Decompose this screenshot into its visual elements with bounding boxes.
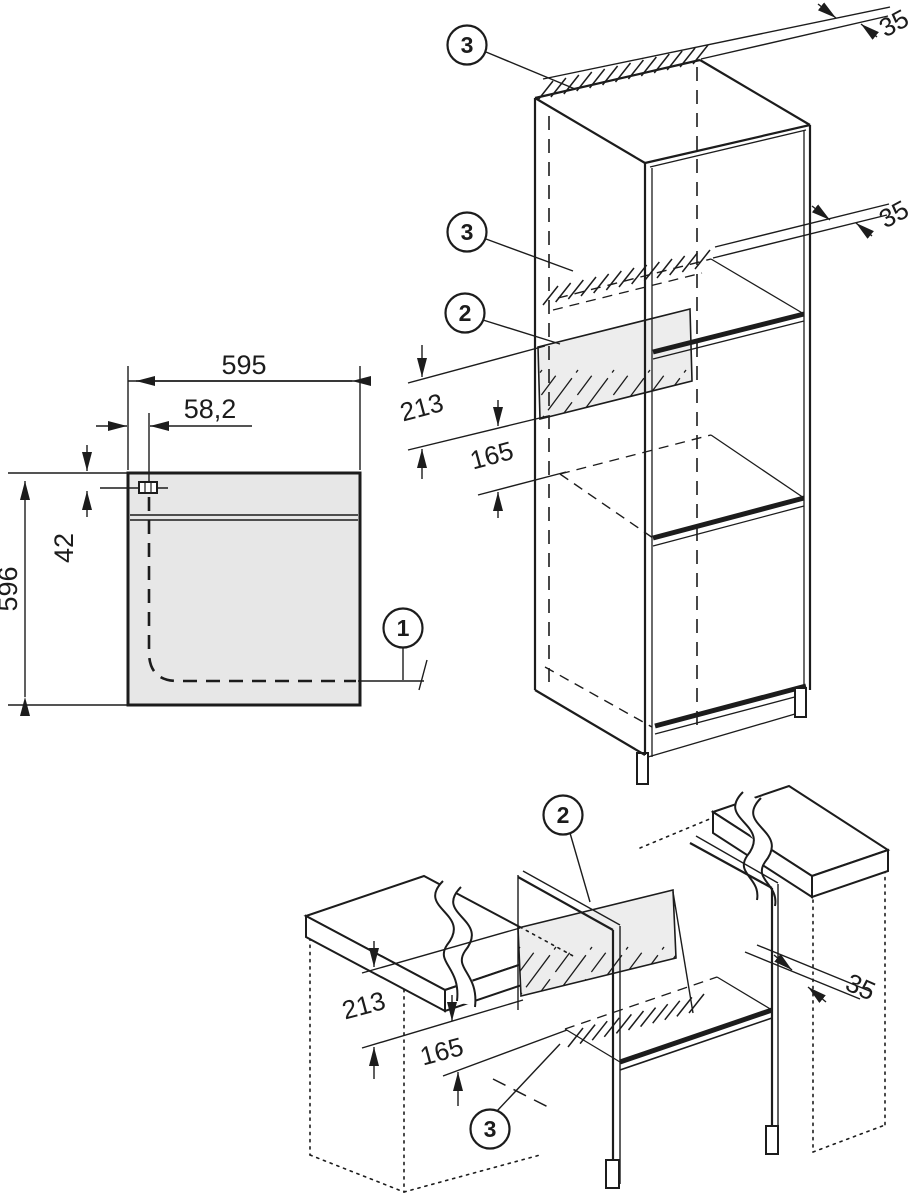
appliance-front-outline: [126, 471, 362, 707]
dim-label-cable-offset: 58,2: [184, 394, 237, 424]
hidden-worktop-edge: [519, 926, 576, 958]
wall-line-extension: [542, 6, 891, 80]
tall-unit-diagram: 35 35 213 165 3 3 2: [397, 2, 914, 785]
right-panel-top-edge: [689, 842, 773, 889]
mains-connection-box: [138, 481, 158, 494]
rear-foot: [794, 687, 807, 718]
tall-unit-top-face: [535, 60, 810, 163]
left-panel-top-edge: [517, 876, 614, 931]
callout-1-label: 1: [397, 615, 410, 641]
callout-2-leader: [569, 832, 591, 903]
dim-label-cutout-height: 213: [397, 387, 447, 427]
front-foot: [636, 752, 649, 785]
callout-2-label: 2: [459, 300, 472, 326]
vent-hatch: [567, 993, 705, 1048]
callout-2-circle: [444, 292, 486, 334]
floor-front-edge: [654, 683, 807, 729]
callout-3-label: 3: [461, 219, 474, 245]
front-view-diagram: 1 595 58,2 42 596: [0, 350, 428, 716]
shelf-vent-hatch: [542, 249, 711, 306]
upper-shelf-front-edge: [652, 311, 805, 355]
left-foot: [605, 1159, 620, 1189]
dim-label-width: 595: [221, 350, 266, 380]
callout-2-leader: [482, 319, 561, 345]
back-panel-cutout-hatched: [537, 307, 693, 421]
callout-3-leader: [485, 238, 574, 272]
callout-3-circle: [446, 211, 488, 253]
callout-1-circle: [382, 607, 424, 649]
right-foot: [765, 1125, 779, 1155]
callout-3-leader: [485, 51, 576, 90]
dim-label-height: 596: [0, 566, 23, 611]
callout-2-label: 2: [557, 802, 570, 828]
tall-unit-side-panel: [535, 98, 645, 755]
lower-shelf-front-edge: [652, 495, 805, 541]
dim-label-cable-drop: 42: [49, 533, 79, 563]
dim-label-cutout-height: 213: [339, 985, 389, 1025]
dim-label-gap-side: 35: [841, 967, 880, 1006]
callout-2-circle: [542, 794, 584, 836]
back-panel-cutout-hatched: [517, 888, 677, 998]
shelf-front-edge: [619, 1007, 773, 1065]
callout-3-leader: [496, 1043, 561, 1112]
dim-label-cutout-offset: 165: [417, 1031, 467, 1071]
dim-label-cutout-offset: 165: [467, 435, 517, 475]
base-unit-diagram: 213 165 35 2 3: [303, 784, 891, 1193]
callout-3-circle: [469, 1108, 511, 1150]
callout-3-circle: [446, 24, 488, 66]
right-worktop: [710, 784, 891, 907]
callout-3-label: 3: [484, 1116, 497, 1142]
callout-3-label: 3: [461, 32, 474, 58]
dim-label-gap-shelf: 35: [874, 194, 914, 234]
